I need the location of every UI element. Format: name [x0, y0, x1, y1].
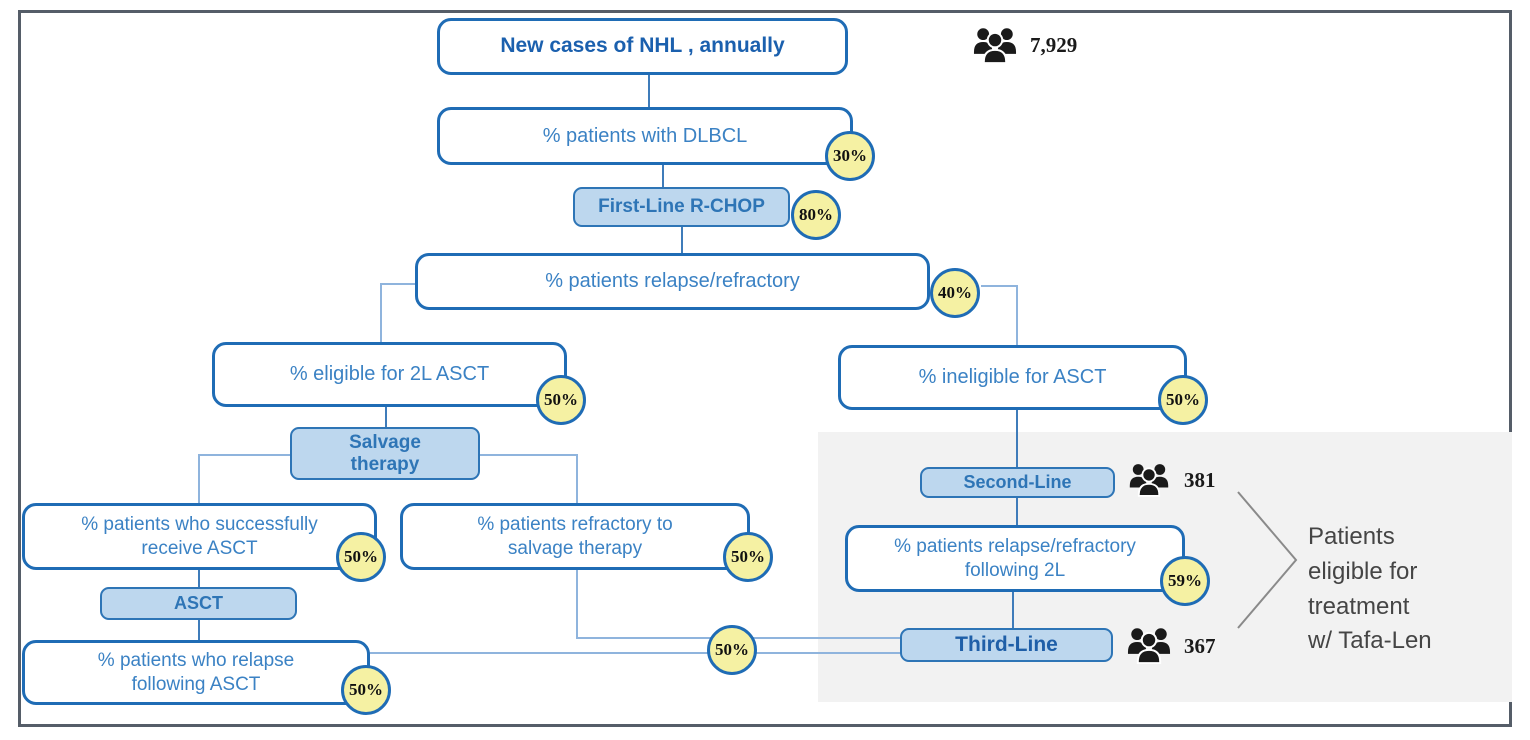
node-second-line: Second-Line	[920, 467, 1115, 498]
connector-line	[576, 569, 578, 639]
pct-badge-relapse-asct: 50%	[341, 665, 391, 715]
node-asct: ASCT	[100, 587, 297, 620]
pct-badge-ineligible: 50%	[1158, 375, 1208, 425]
connector-line	[368, 652, 902, 654]
annotation-text: Patients eligible for treatment w/ Tafa-…	[1308, 523, 1432, 655]
count-second-line: 381	[1184, 468, 1216, 492]
node-salvage-therapy: Salvage therapy	[290, 427, 480, 480]
node-refractory-salvage: % patients refractory to salvage therapy	[400, 503, 750, 570]
node-relapse-following-2l: % patients relapse/refractory following …	[845, 525, 1185, 592]
pct-badge-rchop: 80%	[791, 190, 841, 240]
count-nhl: 7,929	[1030, 33, 1078, 57]
pct-badge-relapse: 40%	[930, 268, 980, 318]
connector-line	[198, 454, 291, 456]
count-third-line: 367	[1184, 634, 1216, 658]
node-third-line: Third-Line	[900, 628, 1113, 662]
connector-line	[1016, 409, 1018, 468]
connector-line	[198, 619, 200, 641]
connector-line	[648, 75, 650, 107]
pct-badge-third-line: 50%	[707, 625, 757, 675]
connector-line	[1012, 591, 1014, 629]
connector-line	[662, 165, 664, 187]
pct-badge-following-2l: 59%	[1160, 556, 1210, 606]
node-new-cases-nhl: New cases of NHL , annually	[437, 18, 848, 75]
connector-line	[1016, 497, 1018, 526]
connector-line	[198, 454, 200, 504]
outer-frame	[18, 10, 1512, 727]
connector-line	[681, 227, 683, 253]
node-successfully-receive-asct: % patients who successfully receive ASCT	[22, 503, 377, 570]
node-ineligible-asct: % ineligible for ASCT	[838, 345, 1187, 410]
pct-badge-refractory: 50%	[723, 532, 773, 582]
connector-line	[385, 407, 387, 428]
connector-line	[479, 454, 578, 456]
node-first-line-rchop: First-Line R-CHOP	[573, 187, 790, 227]
people-icon	[1126, 624, 1172, 669]
connector-line	[198, 569, 200, 588]
pct-badge-eligible: 50%	[536, 375, 586, 425]
connector-line	[380, 283, 417, 285]
people-icon	[972, 24, 1018, 69]
connector-line	[981, 285, 1017, 287]
people-icon	[1128, 460, 1170, 502]
connector-line	[380, 283, 382, 343]
pct-badge-dlbcl: 30%	[825, 131, 875, 181]
node-pct-dlbcl: % patients with DLBCL	[437, 107, 853, 165]
node-relapse-following-asct: % patients who relapse following ASCT	[22, 640, 370, 705]
chevron-right-icon	[1232, 488, 1304, 637]
node-relapse-refractory: % patients relapse/refractory	[415, 253, 930, 310]
pct-badge-succeed: 50%	[336, 532, 386, 582]
connector-line	[576, 454, 578, 504]
node-eligible-2l-asct: % eligible for 2L ASCT	[212, 342, 567, 407]
connector-line	[1016, 285, 1018, 346]
